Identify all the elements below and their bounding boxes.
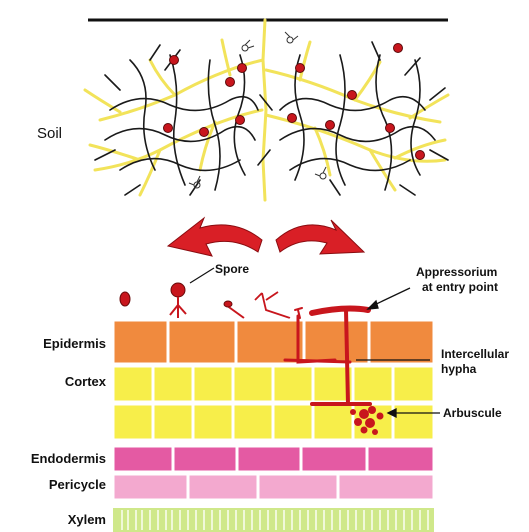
pericycle-layer bbox=[113, 474, 434, 500]
epidermis-layer bbox=[113, 320, 434, 364]
spore-label: Spore bbox=[215, 262, 249, 276]
pericycle-label: Pericycle bbox=[49, 477, 106, 492]
appressorium-label-line2: at entry point bbox=[422, 280, 498, 294]
intercellular-hypha bbox=[285, 360, 350, 362]
soil-label: Soil bbox=[37, 125, 62, 142]
xylem-layer bbox=[113, 508, 434, 532]
intercellular-label-line1: Intercellular bbox=[441, 347, 509, 361]
cycle-arrows bbox=[168, 218, 364, 256]
endodermis-layer bbox=[113, 446, 434, 472]
hyphae-network bbox=[95, 42, 448, 195]
endodermis-label: Endodermis bbox=[31, 451, 106, 466]
xylem-label: Xylem bbox=[68, 512, 106, 527]
spore-pointer bbox=[190, 268, 214, 283]
left-curved-arrow bbox=[168, 218, 262, 256]
intercellular-label-line2: hypha bbox=[441, 362, 477, 376]
appressorium bbox=[312, 309, 368, 313]
appressorium-label-line1: Appressorium bbox=[416, 265, 497, 279]
arbuscule-label: Arbuscule bbox=[443, 406, 502, 420]
right-curved-arrow bbox=[276, 220, 364, 254]
surface-spores bbox=[120, 283, 290, 318]
cortex-row-1 bbox=[113, 366, 434, 402]
epidermis-label: Epidermis bbox=[43, 336, 106, 351]
penetration-hypha bbox=[346, 310, 348, 404]
cortex-row-2 bbox=[113, 404, 434, 440]
cortex-label: Cortex bbox=[65, 374, 107, 389]
